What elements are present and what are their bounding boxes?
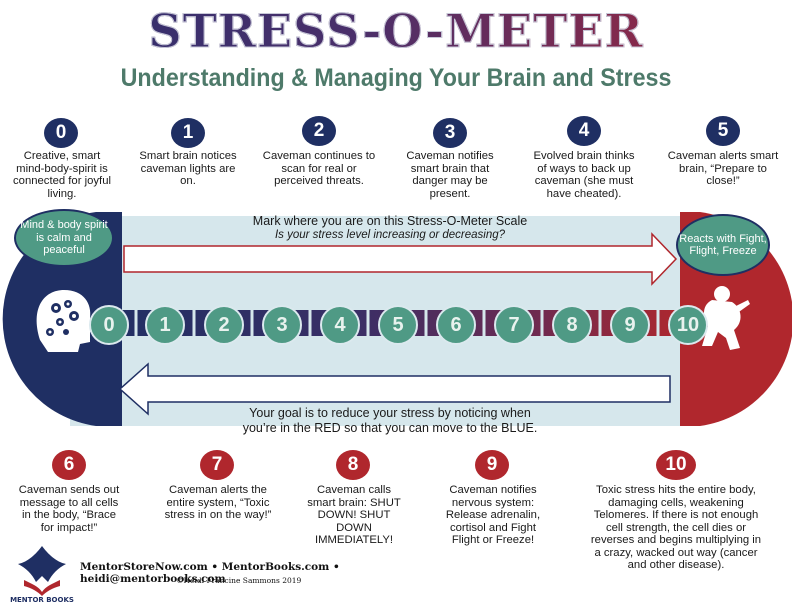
brain-head-icon [36,290,96,352]
stage-badge-2: 2 [302,116,336,146]
scale-number-10: 10 [668,305,708,345]
stage-desc-10: Toxic stress hits the entire body, damag… [590,484,762,571]
stress-meter-graphic [2,212,792,426]
logo-text: MENTOR BOOKS [10,596,74,604]
scale-number-6: 6 [436,305,476,345]
stage-badge-1: 1 [171,118,205,148]
stage-desc-7: Caveman alerts the entire system, “Toxic… [164,484,272,521]
goal-line-1: Your goal is to reduce your stress by no… [249,406,531,420]
stage-badge-4: 4 [567,116,601,146]
stage-badge-3: 3 [433,118,467,148]
stage-badge-8: 8 [336,450,370,480]
scale-number-8: 8 [552,305,592,345]
calm-bubble: Mind & body spirit is calm and peaceful [14,209,114,267]
stage-badge-0: 0 [44,118,78,148]
stage-desc-2: Caveman continues to scan for real or pe… [262,150,376,187]
scale-number-1: 1 [145,305,185,345]
increase-arrow [123,232,678,286]
goal-line-2: you’re in the RED so that you can move t… [242,421,538,435]
stage-desc-5: Caveman alerts smart brain, “Prepare to … [667,150,779,187]
stage-desc-0: Creative, smart mind-body-spirit is conn… [13,150,111,200]
page-title: STRESS-O-METER [0,4,792,59]
scale-number-7: 7 [494,305,534,345]
footer-copyright: ©Heidi Francine Sammons 2019 [176,576,302,585]
stage-desc-1: Smart brain notices caveman lights are o… [139,150,237,187]
stage-badge-10: 10 [656,450,696,480]
scale-number-4: 4 [320,305,360,345]
scale-number-9: 9 [610,305,650,345]
footer-links: MentorStoreNow.com • MentorBooks.com • h… [80,561,340,585]
scale-number-2: 2 [204,305,244,345]
stage-badge-9: 9 [475,450,509,480]
stage-badge-6: 6 [52,450,86,480]
scale-number-3: 3 [262,305,302,345]
mentor-books-logo [14,546,70,606]
stage-desc-6: Caveman sends out message to all cells i… [18,484,120,534]
scale-number-5: 5 [378,305,418,345]
mark-question: Is your stress level increasing or decre… [274,229,506,241]
decrease-arrow [118,362,671,416]
fight-flight-bubble: Reacts with Fight, Flight, Freeze [676,214,770,276]
caveman-icon [702,286,750,350]
stage-badge-5: 5 [706,116,740,146]
stage-desc-8: Caveman calls smart brain: SHUT DOWN! SH… [307,484,401,546]
scale-number-0: 0 [89,305,129,345]
stage-badge-7: 7 [200,450,234,480]
stage-desc-4: Evolved brain thinks of ways to back up … [533,150,635,200]
stage-desc-9: Caveman notifies nervous system: Release… [445,484,541,546]
stage-desc-3: Caveman notifies smart brain that danger… [406,150,494,200]
mark-instruction: Mark where you are on this Stress-O-Mete… [252,214,528,228]
page-subtitle: Understanding & Managing Your Brain and … [120,64,672,92]
